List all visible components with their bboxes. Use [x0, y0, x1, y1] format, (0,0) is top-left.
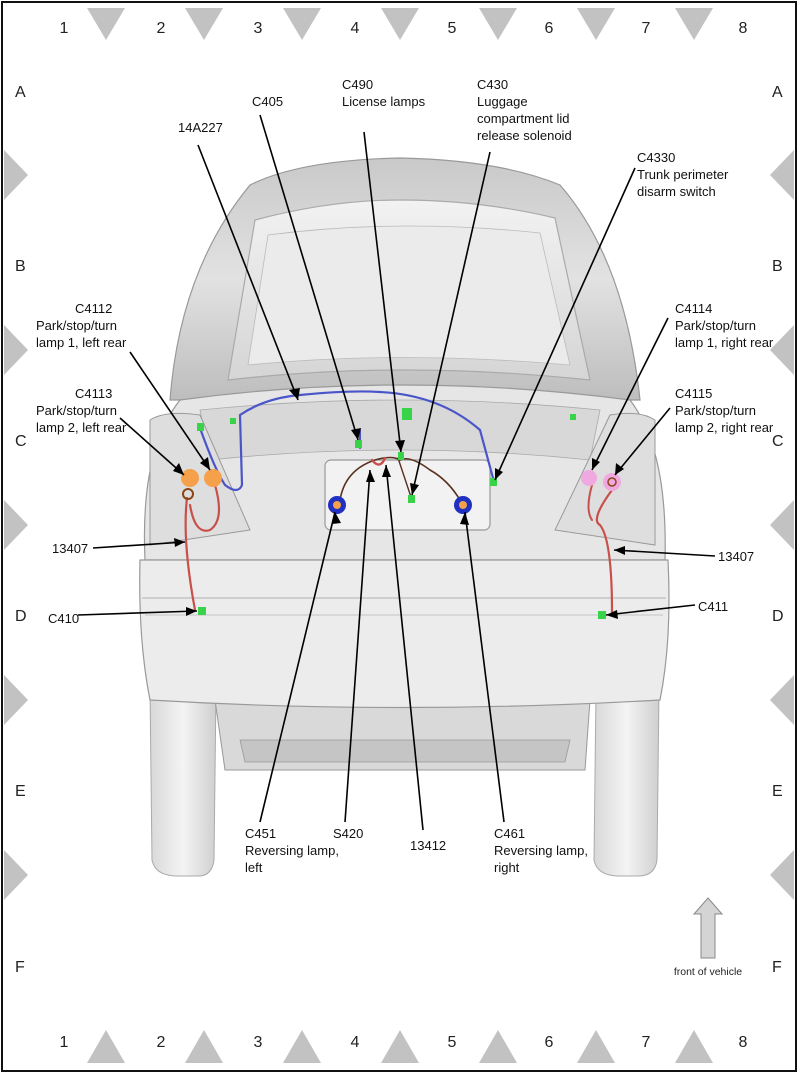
connector-c405 — [355, 440, 362, 448]
label-c405: C405 — [252, 94, 283, 109]
grid-col-8: 8 — [739, 1034, 748, 1051]
grid-col-5: 5 — [448, 1034, 457, 1051]
connector-c430 — [408, 495, 415, 503]
front-of-vehicle-indicator: front of vehicle — [674, 897, 742, 978]
label-14A227: 14A227 — [178, 120, 223, 135]
label-c4112-desc-2: lamp 1, left rear — [36, 335, 127, 350]
label-c430-desc-1: Luggage — [477, 94, 528, 109]
grid-row-c: C — [772, 433, 784, 450]
grid-markers — [4, 8, 794, 1063]
grid-col-5: 5 — [448, 20, 457, 37]
label-c4114-desc-1: Park/stop/turn — [675, 318, 756, 333]
wiring-harness — [184, 390, 614, 614]
lamps — [181, 469, 621, 514]
grid-col-1: 1 — [60, 1034, 69, 1051]
grid-column-labels-top: 1 2 3 4 5 6 7 8 — [60, 20, 748, 37]
connector-c490 — [398, 452, 404, 460]
right-rear-tire — [593, 689, 660, 877]
label-c430-id: C430 — [477, 77, 508, 92]
label-c430-desc-3: release solenoid — [477, 128, 572, 143]
label-c4115-id: C4115 — [675, 386, 712, 401]
leader-lines — [77, 114, 716, 831]
wire-14A227 — [198, 390, 495, 492]
grid-row-e: E — [772, 783, 783, 800]
grid-row-d: D — [15, 608, 27, 625]
grid-col-2: 2 — [157, 20, 166, 37]
label-c451-desc-1: Reversing lamp, — [245, 843, 339, 858]
lamp-c4112 — [204, 469, 222, 487]
grid-col-4: 4 — [351, 1034, 360, 1051]
label-c4114-id: C4114 — [675, 301, 712, 316]
connector-c411 — [598, 611, 606, 619]
front-arrow-icon — [692, 897, 724, 959]
label-c461-desc-1: Reversing lamp, — [494, 843, 588, 858]
label-13407-left: 13407 — [52, 541, 88, 556]
grid-col-1: 1 — [60, 20, 69, 37]
label-c490-desc: License lamps — [342, 94, 426, 109]
grid-row-a: A — [15, 84, 26, 101]
label-c461-id: C461 — [494, 826, 525, 841]
label-c4330-id: C4330 — [637, 150, 675, 165]
label-c490-id: C490 — [342, 77, 373, 92]
grid-row-c: C — [15, 433, 27, 450]
label-c4113-id: C4113 — [75, 386, 112, 401]
label-13412: 13412 — [410, 838, 446, 853]
vehicle-rear-view — [139, 157, 670, 877]
label-c4115-desc-2: lamp 2, right rear — [675, 420, 774, 435]
grid-column-labels-bottom: 1 2 3 4 5 6 7 8 — [60, 1034, 748, 1051]
grid-row-labels-left: A B C D E F — [15, 84, 27, 976]
label-c411: C411 — [698, 599, 728, 614]
front-of-vehicle-label: front of vehicle — [674, 966, 742, 978]
label-c4115-desc-1: Park/stop/turn — [675, 403, 756, 418]
connector-c4330 — [490, 478, 497, 486]
grid-col-8: 8 — [739, 20, 748, 37]
grid-col-2: 2 — [157, 1034, 166, 1051]
grid-row-b: B — [772, 258, 783, 275]
label-c4112-id: C4112 — [75, 301, 112, 316]
grid-row-a: A — [772, 84, 783, 101]
lamp-c4113 — [181, 469, 199, 487]
grid-col-4: 4 — [351, 20, 360, 37]
grid-row-d: D — [772, 608, 784, 625]
wire-13407-right — [595, 488, 614, 614]
wire-13407-left — [184, 496, 197, 612]
lamp-c4114 — [581, 470, 597, 486]
left-rear-tire — [149, 689, 217, 877]
label-c451-desc-2: left — [245, 860, 263, 875]
label-c4330-desc-2: disarm switch — [637, 184, 716, 199]
grid-col-6: 6 — [545, 1034, 554, 1051]
label-c410: C410 — [48, 611, 79, 626]
label-c461-desc-2: right — [494, 860, 520, 875]
connector-c410 — [198, 607, 206, 615]
label-c430-desc-2: compartment lid — [477, 111, 569, 126]
label-c4112-desc-1: Park/stop/turn — [36, 318, 117, 333]
label-c4114-desc-2: lamp 1, right rear — [675, 335, 774, 350]
grid-row-e: E — [15, 783, 26, 800]
grid-col-7: 7 — [642, 1034, 651, 1051]
grid-col-7: 7 — [642, 20, 651, 37]
leader-arrowheads — [173, 388, 625, 619]
grid-row-b: B — [15, 258, 26, 275]
grid-col-3: 3 — [254, 20, 263, 37]
grid-row-f: F — [15, 959, 25, 976]
label-13407-right: 13407 — [718, 549, 754, 564]
lamp-c4115 — [603, 473, 621, 491]
label-c4330-desc-1: Trunk perimeter — [637, 167, 729, 182]
label-c451-id: C451 — [245, 826, 276, 841]
grid-row-f: F — [772, 959, 782, 976]
rear-bumper — [139, 559, 670, 709]
connectors — [197, 408, 606, 619]
label-s420: S420 — [333, 826, 363, 841]
grid-col-6: 6 — [545, 20, 554, 37]
callout-labels: 14A227 C405 C490 License lamps C430 Lugg… — [36, 77, 774, 875]
label-c4113-desc-2: lamp 2, left rear — [36, 420, 127, 435]
label-c4113-desc-1: Park/stop/turn — [36, 403, 117, 418]
connector-c4112-side — [197, 423, 204, 431]
left-tail-lamp-housing — [149, 412, 251, 546]
grid-row-labels-right: A B C D E F — [772, 84, 784, 976]
grid-col-3: 3 — [254, 1034, 263, 1051]
